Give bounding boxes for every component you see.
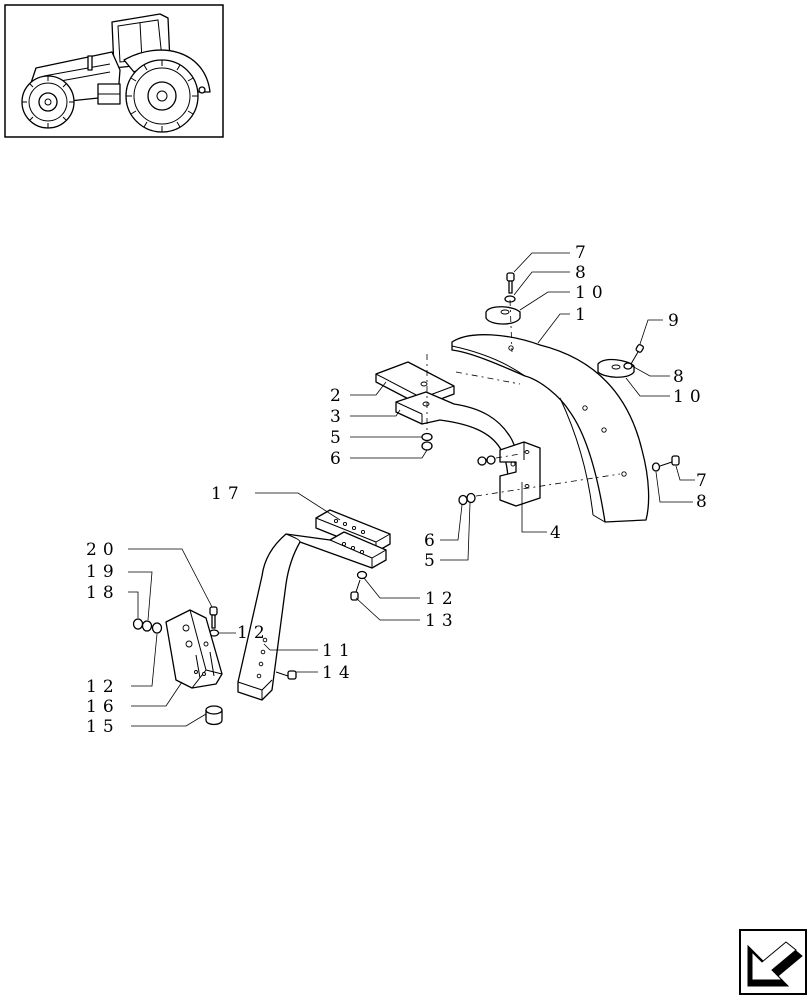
part-6-nut-c[interactable] xyxy=(458,494,468,506)
axis-line-3 xyxy=(455,371,521,385)
part-16-bracket[interactable] xyxy=(165,609,223,689)
callout-4: 4 xyxy=(550,523,567,543)
axis-line xyxy=(509,299,513,353)
callout-17: 17 xyxy=(211,484,245,504)
tractor-icon xyxy=(21,13,211,133)
part-10-pad-top[interactable] xyxy=(485,306,521,325)
part-13-bolt[interactable] xyxy=(350,579,361,601)
callout-3: 3 xyxy=(330,407,347,427)
callout-9: 9 xyxy=(668,311,685,331)
part-6-nut-a[interactable] xyxy=(421,441,433,451)
callout-14: 14 xyxy=(322,663,356,683)
callout-7-top: 7 xyxy=(575,243,592,263)
part-15-spacer[interactable] xyxy=(205,705,223,726)
callout-18: 18 xyxy=(86,583,120,603)
callout-8-right-low: 8 xyxy=(696,492,713,512)
part-11-bracket[interactable] xyxy=(237,531,387,701)
callout-5-upper: 5 xyxy=(330,428,347,448)
part-12-washer-a[interactable] xyxy=(356,570,368,580)
callout-19: 19 xyxy=(86,562,120,582)
callout-8-right: 8 xyxy=(673,367,690,387)
callout-6-upper: 6 xyxy=(330,449,347,469)
part-5-washer-c[interactable] xyxy=(466,492,476,504)
part-1-fender[interactable] xyxy=(451,334,650,523)
callout-12-right: 12 xyxy=(425,589,459,609)
part-6-nut-b[interactable] xyxy=(477,456,487,466)
callout-15: 15 xyxy=(86,717,120,737)
back-button[interactable] xyxy=(739,929,807,995)
part-7-bolt-top[interactable] xyxy=(506,272,515,294)
callout-13: 13 xyxy=(425,611,459,631)
part-14-screw[interactable] xyxy=(275,670,297,680)
callout-10-top: 10 xyxy=(575,283,609,303)
leader-lines xyxy=(128,252,695,727)
part-9-screw[interactable] xyxy=(630,343,645,365)
callout-2: 2 xyxy=(330,386,347,406)
back-arrow-icon xyxy=(747,941,803,987)
part-8-washer-right[interactable] xyxy=(623,362,633,370)
callout-5-lower: 5 xyxy=(424,551,441,571)
part-8-washer-rb[interactable] xyxy=(651,462,661,472)
part-4-bracket[interactable] xyxy=(499,441,541,507)
part-5-washer-b[interactable] xyxy=(486,455,496,465)
callout-1: 1 xyxy=(575,305,592,325)
callout-12-left: 12 xyxy=(86,677,120,697)
callout-6-lower: 6 xyxy=(424,531,441,551)
part-12-washer-c[interactable] xyxy=(151,622,163,634)
part-7-bolt-right[interactable] xyxy=(659,455,680,467)
callout-12-mid: 12 xyxy=(237,623,271,643)
callout-11: 11 xyxy=(322,641,356,661)
axis-line-4 xyxy=(495,453,521,459)
callout-8-top: 8 xyxy=(575,263,592,283)
tractor-thumbnail[interactable] xyxy=(4,4,224,138)
part-17-plate[interactable] xyxy=(315,509,391,553)
part-18-nut[interactable] xyxy=(132,618,144,630)
callout-10-right: 10 xyxy=(673,387,707,407)
part-20-bolt[interactable] xyxy=(209,606,218,629)
part-5-washer-a[interactable] xyxy=(421,432,433,442)
callout-16: 16 xyxy=(86,697,120,717)
callout-7-right: 7 xyxy=(696,471,713,491)
callout-20: 20 xyxy=(86,540,120,560)
part-19-washer[interactable] xyxy=(141,620,153,632)
callout-labels: 7 8 10 1 9 8 10 7 8 2 3 5 6 4 6 5 17 20 … xyxy=(86,243,713,737)
